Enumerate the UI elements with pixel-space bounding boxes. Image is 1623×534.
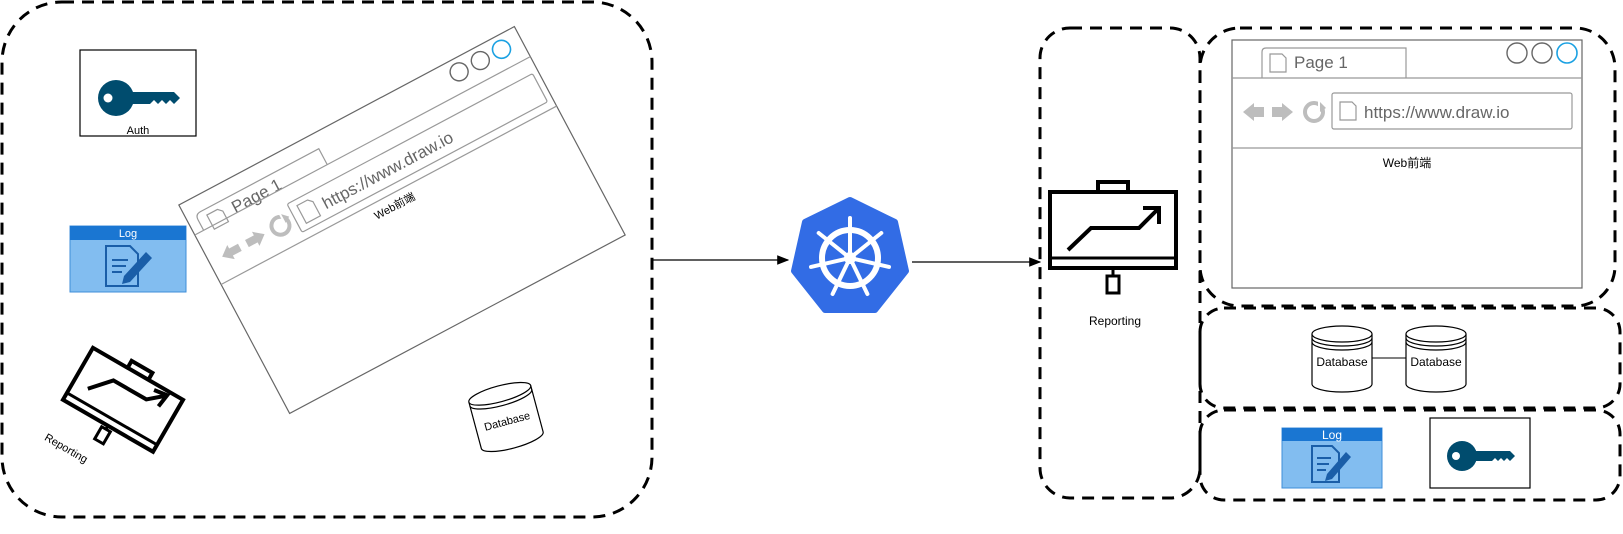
document-edit-icon-right xyxy=(1311,445,1351,483)
database-icon-right-1 xyxy=(1311,325,1373,393)
reporting-container xyxy=(1038,26,1202,500)
database-label-right-1: Database xyxy=(1316,355,1368,369)
browser-window-right xyxy=(1231,39,1583,289)
browser-tab-right xyxy=(1261,47,1407,78)
url-page-icon-right xyxy=(1339,101,1357,121)
browser-tab xyxy=(196,147,328,231)
database-icon-right-2 xyxy=(1405,325,1467,393)
forward-arrow-icon[interactable] xyxy=(243,227,268,251)
close-button-right[interactable] xyxy=(1556,42,1578,64)
reporting-label-right: Reporting xyxy=(1089,314,1141,328)
page-icon-right xyxy=(1269,53,1287,73)
close-button[interactable] xyxy=(489,37,513,61)
url-text-right: https://www.draw.io xyxy=(1364,103,1510,122)
database-node-left[interactable]: Database xyxy=(467,378,545,456)
back-arrow-icon[interactable] xyxy=(218,240,243,264)
web-frontend-browser[interactable]: Page 1 https://www.draw.io Web前端 xyxy=(178,25,626,415)
maximize-button[interactable] xyxy=(468,48,492,72)
maximize-button-right[interactable] xyxy=(1531,42,1553,64)
database-label-right-2: Database xyxy=(1410,355,1462,369)
log-node-right[interactable]: Log xyxy=(1281,427,1383,489)
minimize-button[interactable] xyxy=(447,60,471,84)
log-header-right xyxy=(1282,428,1382,441)
log-label: Log xyxy=(119,228,137,240)
reporting-label: Reporting xyxy=(42,432,89,466)
page-icon xyxy=(206,208,230,230)
document-edit-icon xyxy=(105,245,152,287)
key-icon-right xyxy=(1447,441,1515,471)
auth-label: Auth xyxy=(127,125,150,137)
database-node-right-1[interactable]: Database xyxy=(1311,325,1373,393)
database-icon xyxy=(468,381,544,453)
url-page-icon xyxy=(296,199,322,225)
auth-node[interactable]: Auth xyxy=(79,49,197,137)
reload-icon-right[interactable] xyxy=(1303,100,1326,123)
log-node[interactable]: Log xyxy=(69,225,187,293)
kubernetes-node[interactable] xyxy=(791,197,909,313)
database-container xyxy=(1198,306,1622,410)
auth-node-right[interactable] xyxy=(1429,417,1531,489)
helm-wheel-icon xyxy=(809,216,891,296)
forward-arrow-icon-right[interactable] xyxy=(1272,103,1293,121)
presentation-chart-icon xyxy=(60,345,186,455)
browser-content-label-right: Web前端 xyxy=(1383,155,1431,170)
presentation-chart-icon-right xyxy=(1048,180,1178,295)
browser-tab-label-right: Page 1 xyxy=(1294,53,1348,72)
reporting-node-right[interactable]: Reporting xyxy=(1048,180,1178,328)
key-icon xyxy=(98,80,180,116)
browser-window xyxy=(178,25,626,415)
reload-icon[interactable] xyxy=(267,209,295,237)
minimize-button-right[interactable] xyxy=(1506,42,1528,64)
log-auth-container xyxy=(1198,408,1622,502)
web-frontend-browser-right[interactable]: Page 1 https://www.draw.io Web前端 xyxy=(1231,39,1583,289)
log-label-right: Log xyxy=(1322,428,1342,442)
reporting-node[interactable]: Reporting xyxy=(39,341,187,493)
web-frontend-container xyxy=(1198,26,1617,308)
database-node-right-2[interactable]: Database xyxy=(1405,325,1467,393)
back-arrow-icon-right[interactable] xyxy=(1243,103,1264,121)
url-bar[interactable] xyxy=(287,73,548,233)
log-header xyxy=(70,226,186,240)
url-bar-right[interactable] xyxy=(1331,92,1573,130)
